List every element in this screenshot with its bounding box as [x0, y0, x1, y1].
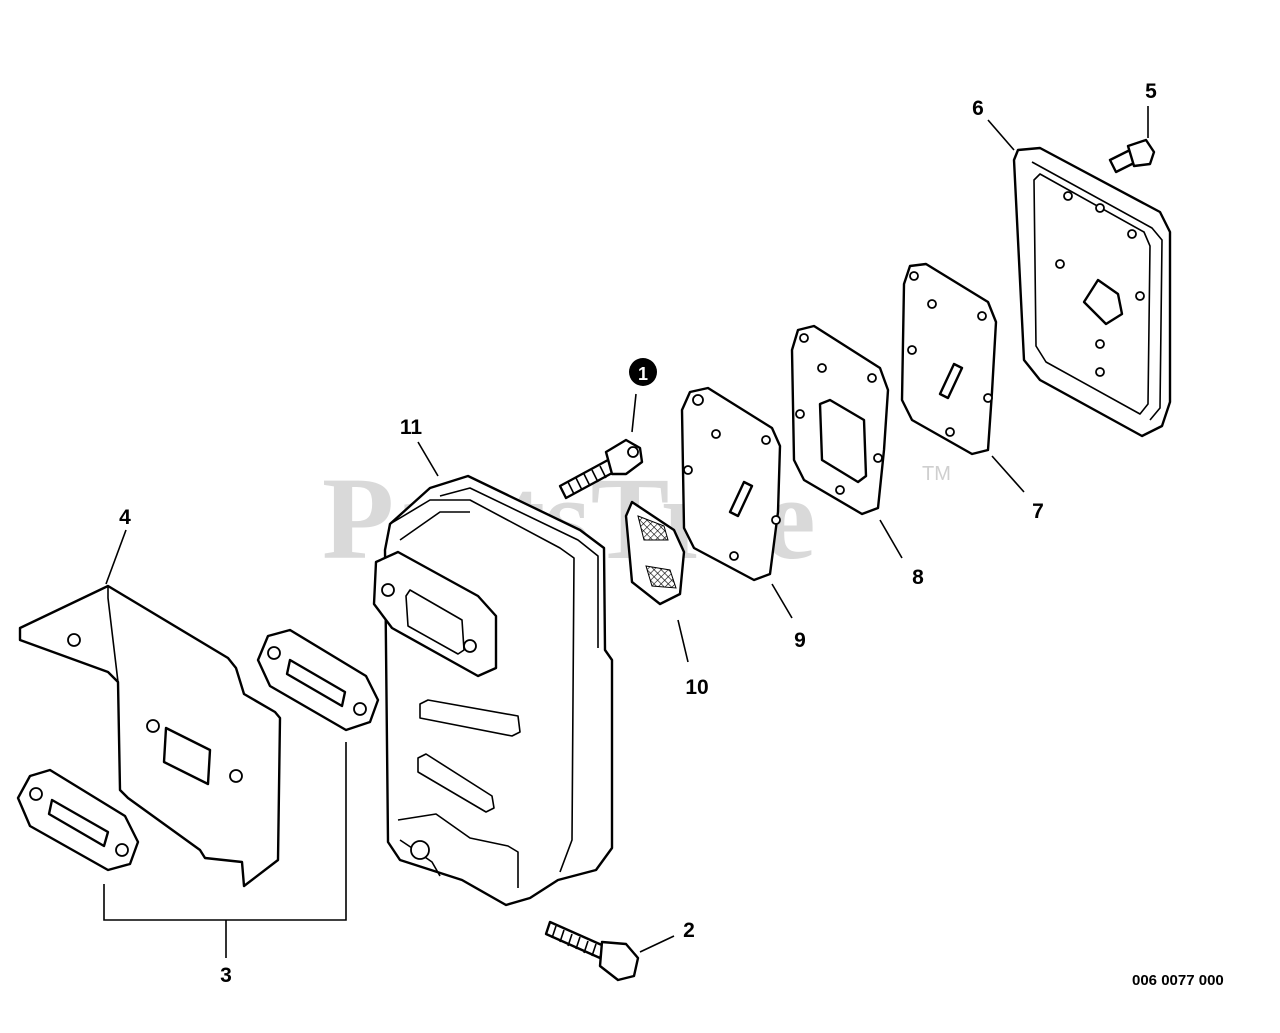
part-5-bolt	[1108, 138, 1156, 174]
part-6-cover	[1012, 146, 1172, 438]
part-10-spark-screen	[624, 500, 686, 606]
callout-6: 6	[972, 97, 984, 120]
callout-3: 3	[220, 964, 232, 987]
callout-2: 2	[683, 919, 695, 942]
part-2-bolt	[544, 920, 640, 982]
callout-10: 10	[685, 676, 708, 699]
callout-11: 11	[400, 416, 423, 439]
callout-7: 7	[1032, 500, 1044, 523]
part-7-gasket	[900, 262, 998, 456]
part-11-muffler	[372, 474, 614, 907]
part-3-gasket-lower	[16, 768, 140, 872]
callout-8: 8	[912, 566, 924, 589]
part-1-screw	[558, 438, 644, 500]
part-9-baffle	[680, 386, 782, 582]
part-8-gasket	[790, 324, 890, 516]
callout-9: 9	[794, 629, 806, 652]
watermark-trademark: TM	[922, 463, 951, 485]
leader-lines	[103, 106, 1149, 958]
part-3-gasket-upper	[256, 628, 380, 732]
callout-1-marker	[629, 358, 657, 386]
part-4-heat-shield	[18, 584, 282, 888]
callout-1: 1	[638, 364, 648, 384]
drawing-number: 006 0077 000	[1132, 972, 1224, 989]
callout-5: 5	[1145, 80, 1157, 103]
callout-4: 4	[119, 506, 131, 529]
